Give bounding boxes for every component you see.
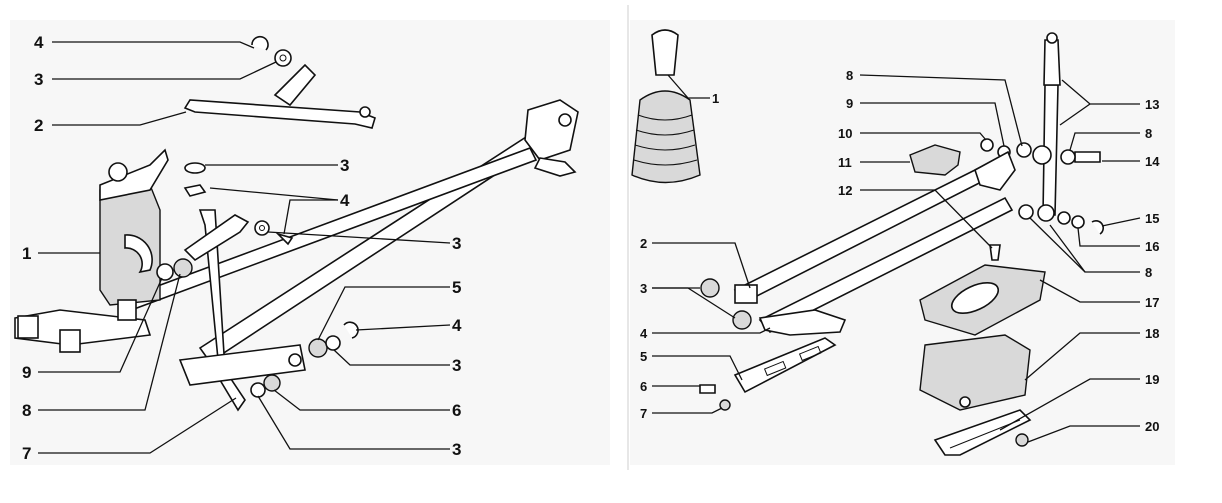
- right-label-16: 16: [1145, 239, 1159, 254]
- left-label-3e: 3: [452, 440, 461, 459]
- left-label-2: 2: [34, 116, 43, 135]
- left-label-3b: 3: [340, 156, 349, 175]
- right-label-18: 18: [1145, 326, 1159, 341]
- left-label-5: 5: [452, 278, 461, 297]
- left-leaders: [38, 41, 451, 454]
- left-label-1: 1: [22, 244, 31, 263]
- right-label-12: 12: [838, 183, 852, 198]
- right-label-14: 14: [1145, 154, 1160, 169]
- right-label-6: 6: [640, 379, 647, 394]
- left-label-4a: 4: [34, 33, 44, 52]
- right-label-11: 11: [838, 155, 852, 170]
- right-label-7: 7: [640, 406, 647, 421]
- left-labels: 4 3 2 1 9 8 7 3 4 3 5 4 3 6 3: [22, 33, 462, 463]
- right-label-20: 20: [1145, 419, 1159, 434]
- right-labels: 1 8 9 10 11 12 2 3 4 5 6 7 13 8 14 15 16…: [640, 68, 1160, 434]
- left-label-3d: 3: [452, 356, 461, 375]
- right-label-10: 10: [838, 126, 852, 141]
- right-label-19: 19: [1145, 372, 1159, 387]
- right-label-8c: 8: [1145, 265, 1152, 280]
- left-label-9: 9: [22, 363, 31, 382]
- right-label-17: 17: [1145, 295, 1159, 310]
- right-label-4: 4: [640, 326, 648, 341]
- right-label-15: 15: [1145, 211, 1159, 226]
- right-label-9: 9: [846, 96, 853, 111]
- right-label-13: 13: [1145, 97, 1159, 112]
- right-label-5: 5: [640, 349, 647, 364]
- right-label-1: 1: [712, 91, 719, 106]
- right-label-8a: 8: [846, 68, 853, 83]
- left-label-6: 6: [452, 401, 461, 420]
- right-leaders: [652, 74, 1141, 443]
- left-label-8: 8: [22, 401, 31, 420]
- left-label-7: 7: [22, 444, 31, 463]
- right-drawing: [631, 29, 1104, 456]
- left-label-3c: 3: [452, 234, 461, 253]
- left-label-3a: 3: [34, 70, 43, 89]
- right-label-8b: 8: [1145, 126, 1152, 141]
- left-label-4c: 4: [452, 316, 462, 335]
- right-label-2: 2: [640, 236, 647, 251]
- left-label-4b: 4: [340, 191, 350, 210]
- right-label-3: 3: [640, 281, 647, 296]
- left-drawing: [14, 35, 579, 412]
